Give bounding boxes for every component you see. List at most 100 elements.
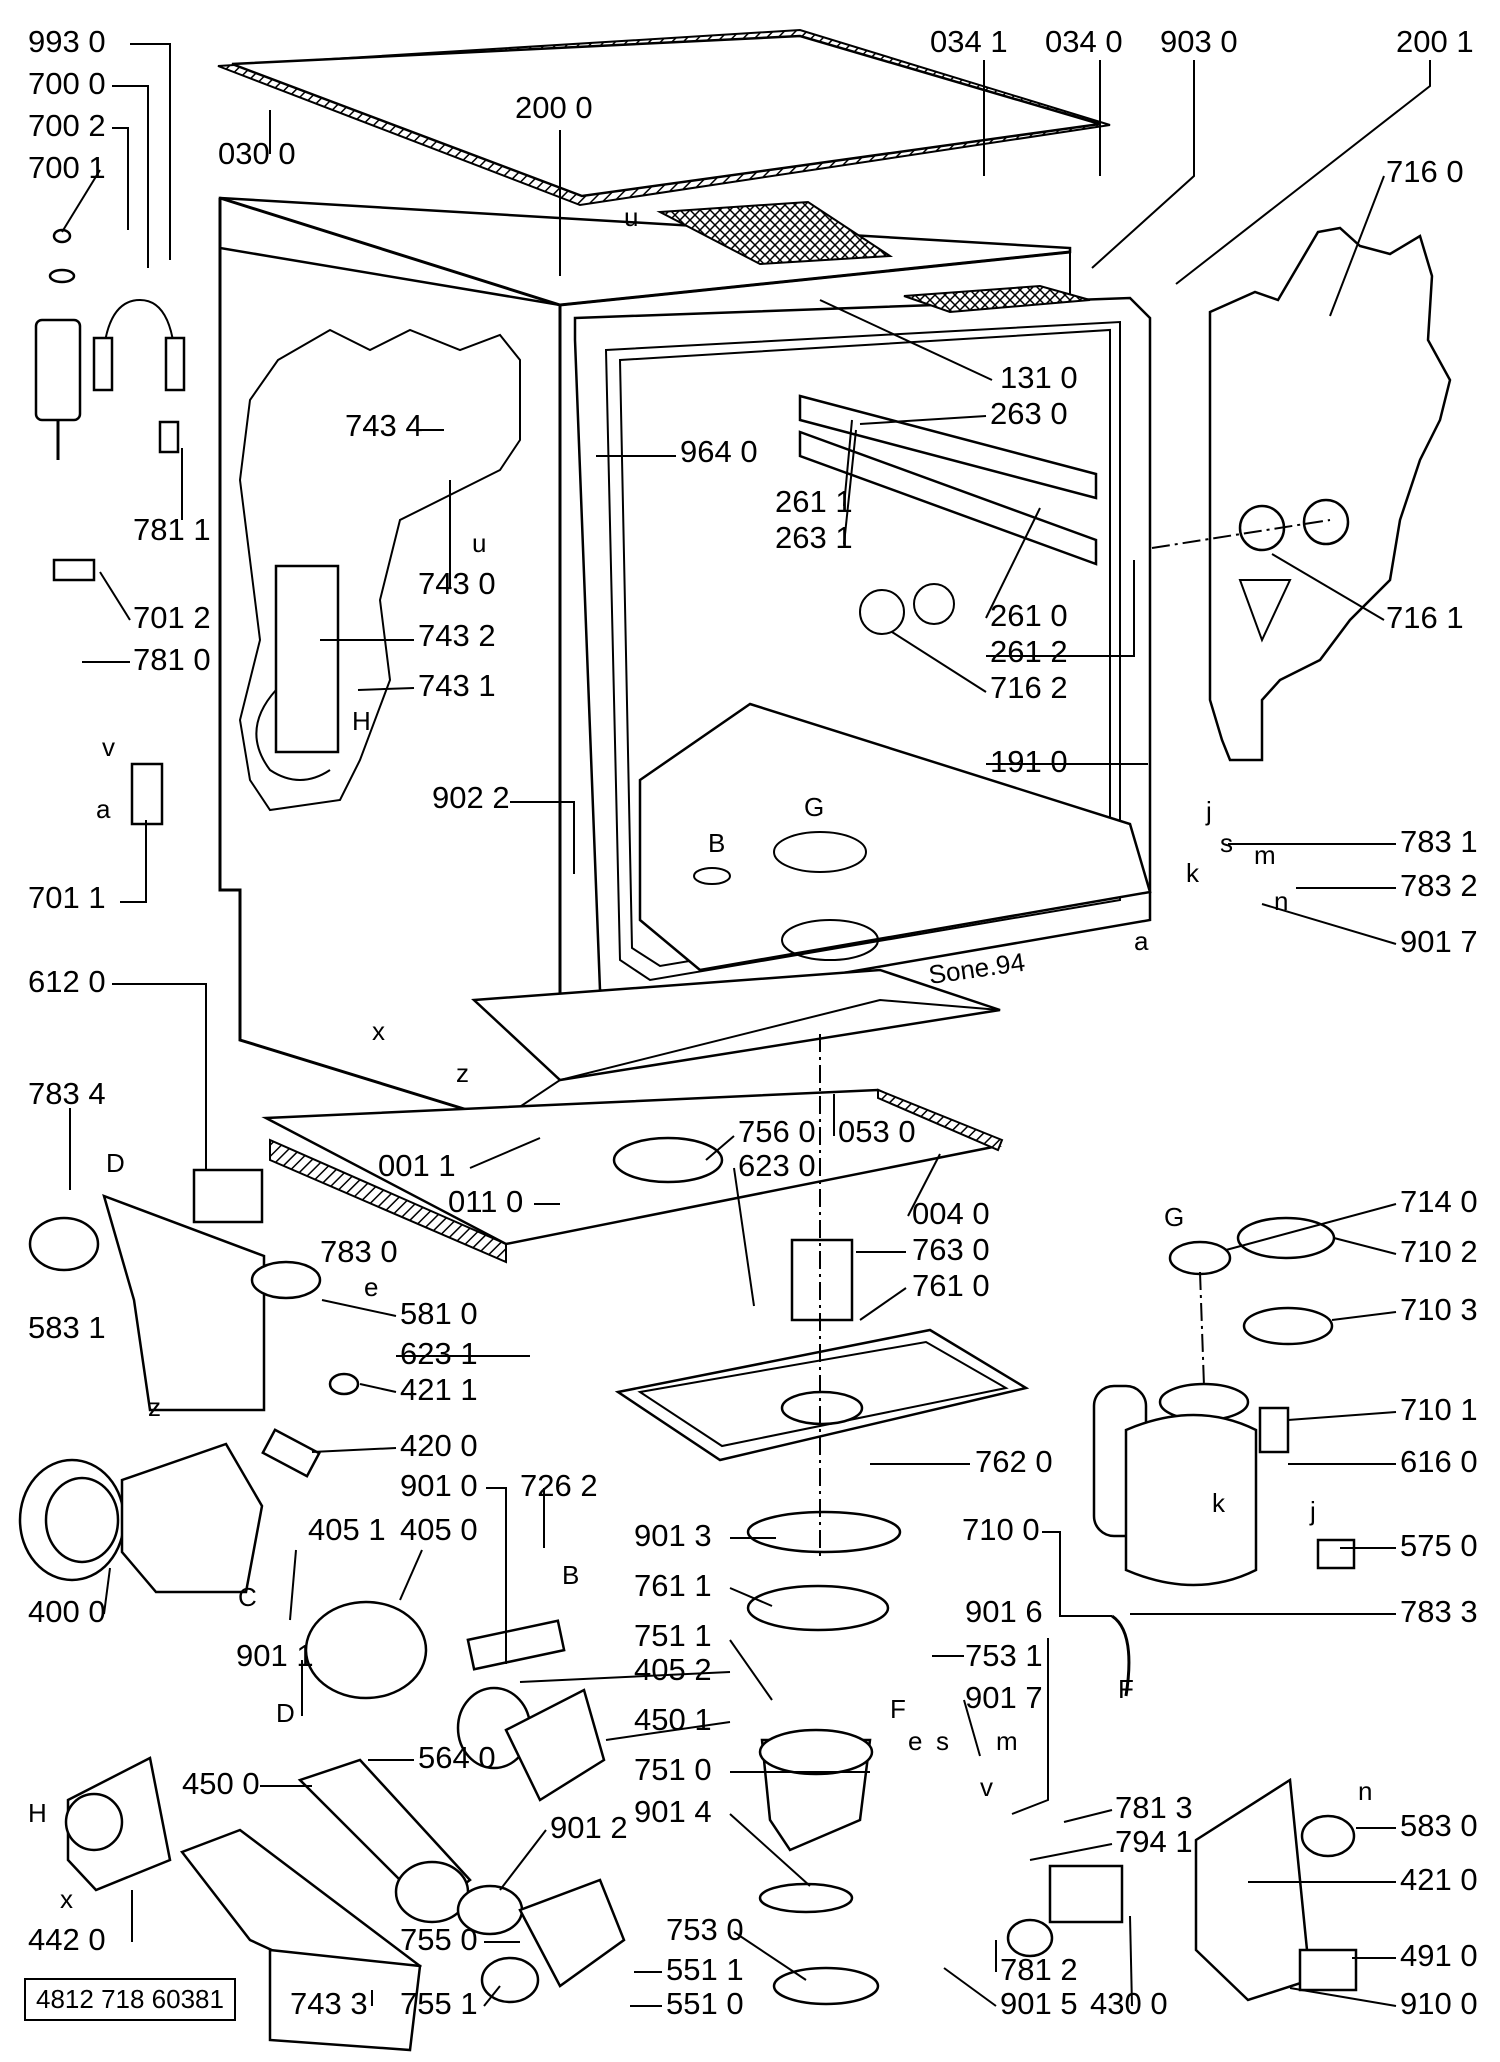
base-tray <box>261 1088 1004 1264</box>
part-label-l-7941: 794 1 <box>1115 1824 1193 1859</box>
letter-marker-c-n2: n <box>1358 1776 1372 1806</box>
part-label-l-0011: 001 1 <box>378 1148 456 1183</box>
part-label-l-4051: 405 1 <box>308 1512 386 1547</box>
part-label-l-0040: 004 0 <box>912 1196 990 1231</box>
part-label-l-9030: 903 0 <box>1160 24 1238 59</box>
part-label-l-0530: 053 0 <box>838 1114 916 1149</box>
part-label-l-9012: 901 2 <box>550 1810 628 1845</box>
part-label-l-4420: 442 0 <box>28 1922 106 1957</box>
part-label-l-7832: 783 2 <box>1400 868 1478 903</box>
part-label-l-7620: 762 0 <box>975 1444 1053 1479</box>
letter-marker-c-F1: F <box>890 1694 906 1724</box>
letter-marker-c-x1: x <box>372 1016 385 1046</box>
letter-marker-c-B2: B <box>562 1560 579 1590</box>
part-label-l-7813: 781 3 <box>1115 1790 1193 1825</box>
part-label-l-4210: 421 0 <box>1400 1862 1478 1897</box>
part-label-l-7102: 710 2 <box>1400 1234 1478 1269</box>
part-label-l-9017a: 901 7 <box>1400 924 1478 959</box>
part-label-l-4500: 450 0 <box>182 1766 260 1801</box>
part-label-l-7140: 714 0 <box>1400 1184 1478 1219</box>
part-label-l-7012: 701 2 <box>133 600 211 635</box>
worktop-part <box>217 28 1111 207</box>
letter-marker-c-B1: B <box>708 828 725 858</box>
letter-marker-c-s2: s <box>936 1726 949 1756</box>
part-label-l-0110: 011 0 <box>448 1184 523 1219</box>
part-label-l-7160: 716 0 <box>1386 154 1464 189</box>
letter-marker-c-F2: F <box>1118 1674 1134 1704</box>
document-number: 4812 718 60381 <box>24 1978 236 2021</box>
part-label-l-7530: 753 0 <box>666 1912 744 1947</box>
part-label-l-7001: 700 1 <box>28 150 106 185</box>
part-label-l-9011: 901 1 <box>236 1638 314 1673</box>
part-label-l-9014: 901 4 <box>634 1794 712 1829</box>
part-label-l-0341: 034 1 <box>930 24 1008 59</box>
letter-marker-c-k2: k <box>1212 1488 1226 1518</box>
insulation-panel <box>1208 226 1452 762</box>
left-hose-parts <box>34 228 186 826</box>
part-label-l-7431: 743 1 <box>418 668 496 703</box>
letter-marker-c-e1: e <box>364 1272 378 1302</box>
part-label-l-7810: 781 0 <box>133 642 211 677</box>
part-label-l-7812: 781 2 <box>1000 1952 1078 1987</box>
part-label-l-2001: 200 1 <box>1396 24 1474 59</box>
part-label-l-4910: 491 0 <box>1400 1938 1478 1973</box>
part-label-l-5640: 564 0 <box>418 1740 496 1775</box>
part-label-l-7511: 751 1 <box>634 1618 712 1653</box>
letter-marker-c-a1: a <box>96 794 111 824</box>
part-label-l-4050: 405 0 <box>400 1512 478 1547</box>
part-label-l-9016: 901 6 <box>965 1594 1043 1629</box>
letter-marker-c-G2: G <box>1164 1202 1184 1232</box>
letter-marker-c-m2: m <box>996 1726 1018 1756</box>
part-label-l-7833: 783 3 <box>1400 1594 1478 1629</box>
part-label-l-2610: 261 0 <box>990 598 1068 633</box>
letter-marker-c-u1: u <box>624 202 638 232</box>
letter-marker-c-x2: x <box>60 1884 73 1914</box>
part-label-l-7531: 753 1 <box>965 1638 1043 1673</box>
leader-lines <box>61 43 1431 2007</box>
part-label-l-2612: 261 2 <box>990 634 1068 669</box>
part-label-l-1910: 191 0 <box>990 744 1068 779</box>
part-label-l-2631: 263 1 <box>775 520 853 555</box>
part-label-l-2630: 263 0 <box>990 396 1068 431</box>
letter-marker-c-z2: z <box>148 1392 161 1422</box>
letter-marker-c-j2: j <box>1309 1496 1316 1526</box>
part-label-l-5511: 551 1 <box>666 1952 744 1987</box>
part-label-l-0340: 034 0 <box>1045 24 1123 59</box>
drip-tray <box>614 1238 1030 1462</box>
part-label-l-7002: 700 2 <box>28 108 106 143</box>
part-label-l-7560: 756 0 <box>738 1114 816 1149</box>
part-label-l-7830: 783 0 <box>320 1234 398 1269</box>
part-label-l-7161: 716 1 <box>1386 600 1464 635</box>
part-label-l-9010: 901 0 <box>400 1468 478 1503</box>
part-label-l-9640: 964 0 <box>680 434 758 469</box>
letter-marker-c-a2: a <box>1134 926 1149 956</box>
part-label-l-7433: 743 3 <box>290 1986 368 2021</box>
fan-and-duct <box>64 1756 422 2052</box>
letter-marker-c-j: j <box>1205 796 1212 826</box>
part-label-l-7834: 783 4 <box>28 1076 106 1111</box>
part-label-l-4300: 430 0 <box>1090 1986 1168 2021</box>
part-label-l-7550: 755 0 <box>400 1922 478 1957</box>
part-label-l-5750: 575 0 <box>1400 1528 1478 1563</box>
letter-marker-c-n1: n <box>1274 886 1288 916</box>
part-label-l-6231: 623 1 <box>400 1336 478 1371</box>
letter-marker-c-H2: H <box>28 1798 47 1828</box>
letter-marker-c-s1: s <box>1220 828 1233 858</box>
part-label-l-2000: 200 0 <box>515 90 593 125</box>
part-label-l-0300: 030 0 <box>218 136 296 171</box>
letter-marker-c-G1: G <box>804 792 824 822</box>
part-label-l-7000: 700 0 <box>28 66 106 101</box>
part-number-labels: 993 0 700 0 700 2 700 1 030 0 200 0 034 1 034 0… <box>28 24 1478 2021</box>
part-label-l-7510: 751 0 <box>634 1752 712 1787</box>
control-components <box>28 1168 360 1478</box>
letter-marker-c-H1: H <box>352 706 371 736</box>
letter-marker-c-D2: D <box>276 1698 295 1728</box>
part-label-l-9013: 901 3 <box>634 1518 712 1553</box>
part-label-l-7101: 710 1 <box>1400 1392 1478 1427</box>
part-label-l-7432: 743 2 <box>418 618 496 653</box>
part-label-l-2611: 261 1 <box>775 484 853 519</box>
part-label-l-7430: 743 0 <box>418 566 496 601</box>
part-label-l-9930: 993 0 <box>28 24 106 59</box>
part-label-l-1310: 131 0 <box>1000 360 1078 395</box>
